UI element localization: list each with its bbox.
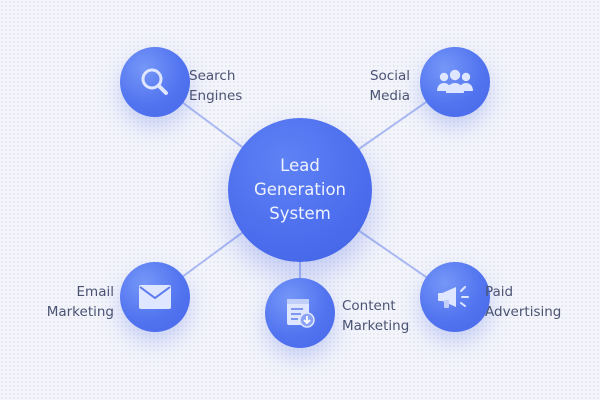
email-marketing-label: Email Marketing — [46, 284, 114, 320]
social-media-node — [420, 47, 490, 117]
people-group-icon — [437, 69, 473, 93]
search-engines-label: Search Engines — [189, 68, 243, 104]
lead-generation-system-node: Lead Generation System — [228, 118, 372, 262]
center-label-line2: Generation — [253, 180, 347, 199]
megaphone-icon — [438, 286, 469, 308]
center-label-line1: Lead — [280, 156, 320, 175]
email-marketing-node — [120, 262, 190, 332]
content-marketing-label: Content Marketing — [342, 298, 410, 334]
magnifier-icon — [141, 68, 168, 95]
content-marketing-node — [265, 278, 335, 348]
document-download-icon — [287, 299, 315, 328]
envelope-icon — [139, 285, 171, 309]
social-media-label: Social Media — [369, 68, 410, 104]
search-engines-node — [120, 47, 190, 117]
paid-advertising-label: Paid Advertising — [485, 284, 562, 320]
paid-advertising-node — [420, 262, 490, 332]
center-label-line3: System — [269, 204, 331, 223]
